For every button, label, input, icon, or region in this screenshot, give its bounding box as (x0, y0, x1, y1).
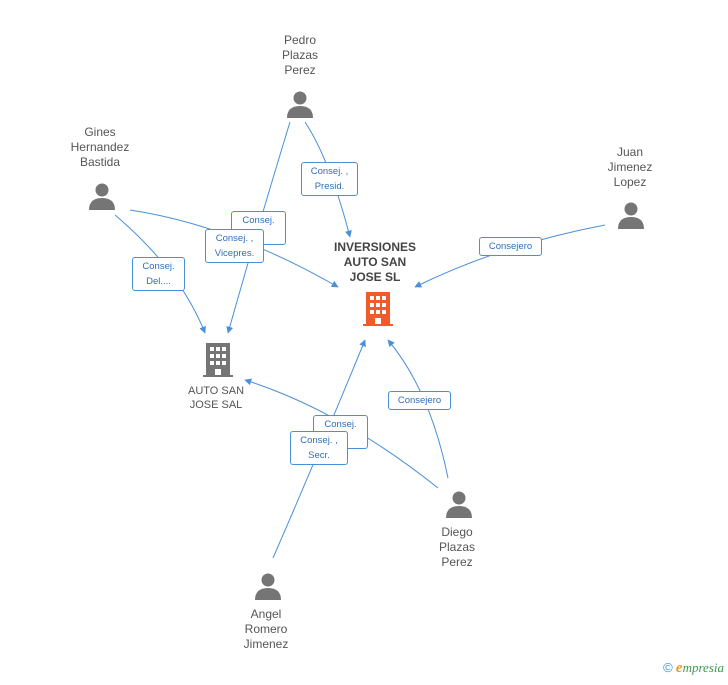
relation-label-gines-auto[interactable]: Consej. Del.... (132, 257, 185, 291)
person-icon[interactable] (254, 572, 282, 600)
person-node-diego[interactable]: Diego Plazas Perez (407, 525, 507, 570)
relation-label-angel-inversiones[interactable]: Consej. , Secr. (290, 431, 348, 465)
person-node-gines[interactable]: Gines Hernandez Bastida (50, 125, 150, 170)
relation-label-diego-inversiones[interactable]: Consejero (388, 391, 451, 410)
person-label-pedro: Pedro Plazas Perez (281, 33, 319, 77)
copyright-symbol: © (663, 660, 673, 675)
person-node-juan[interactable]: Juan Jimenez Lopez (580, 145, 680, 190)
building-icon[interactable] (203, 343, 233, 377)
person-icon[interactable] (617, 201, 645, 229)
person-node-pedro[interactable]: Pedro Plazas Perez (250, 33, 350, 78)
person-label-juan: Juan Jimenez Lopez (607, 145, 653, 189)
person-icon[interactable] (445, 490, 473, 518)
relation-label-pedro-inversiones[interactable]: Consej. , Presid. (301, 162, 358, 196)
person-label-angel: Angel Romero Jimenez (243, 607, 289, 651)
company-node-autosanjose[interactable]: AUTO SAN JOSE SAL (166, 384, 266, 412)
person-node-angel[interactable]: Angel Romero Jimenez (216, 607, 316, 652)
person-label-gines: Gines Hernandez Bastida (70, 125, 130, 169)
company-label-inversiones: INVERSIONES AUTO SAN JOSE SL (333, 240, 417, 284)
building-icon[interactable] (363, 292, 393, 326)
person-label-diego: Diego Plazas Perez (438, 525, 476, 569)
relation-label-juan-inversiones[interactable]: Consejero (479, 237, 542, 256)
brand-footer[interactable]: © empresia (663, 660, 724, 677)
edge-juan-inversiones (414, 224, 606, 288)
person-icon[interactable] (286, 90, 314, 118)
brand-logo-text: mpresia (682, 660, 724, 675)
brand-logo-initial: e (675, 660, 683, 676)
company-node-inversiones[interactable]: INVERSIONES AUTO SAN JOSE SL (315, 240, 435, 285)
company-label-autosanjose: AUTO SAN JOSE SAL (187, 385, 245, 411)
person-icon[interactable] (88, 182, 116, 210)
relation-label-gines-inversiones[interactable]: Consej. , Vicepres. (205, 229, 264, 263)
